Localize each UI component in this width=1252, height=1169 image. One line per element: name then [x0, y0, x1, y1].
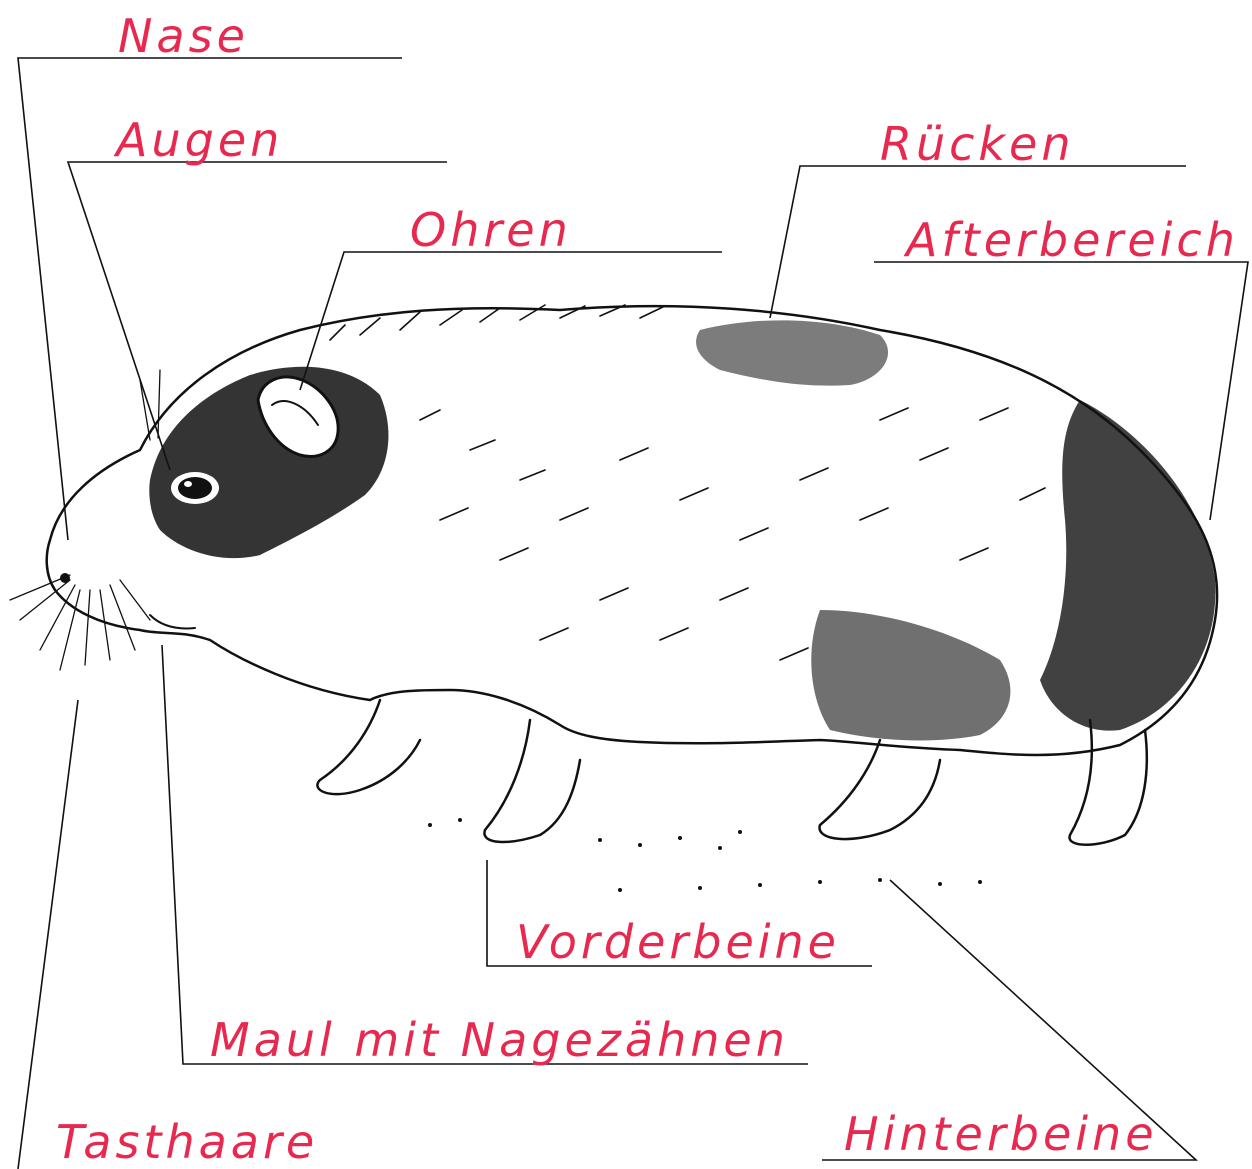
label-afterbereich: Afterbereich	[903, 213, 1239, 267]
label-nase: Nase	[118, 9, 249, 63]
label-vorderbeine: Vorderbeine	[516, 915, 840, 969]
guinea-pig-illustration	[10, 305, 1217, 892]
labels: Nase Augen Ohren Rücken Afterbereich Vor…	[56, 9, 1239, 1169]
label-maul-mit-nagezaehnen: Maul mit Nagezähnen	[210, 1013, 789, 1067]
label-ruecken: Rücken	[880, 117, 1075, 171]
label-hinterbeine: Hinterbeine	[844, 1107, 1158, 1161]
label-ohren: Ohren	[410, 203, 572, 257]
label-augen: Augen	[113, 113, 283, 167]
label-tasthaare: Tasthaare	[56, 1115, 318, 1169]
